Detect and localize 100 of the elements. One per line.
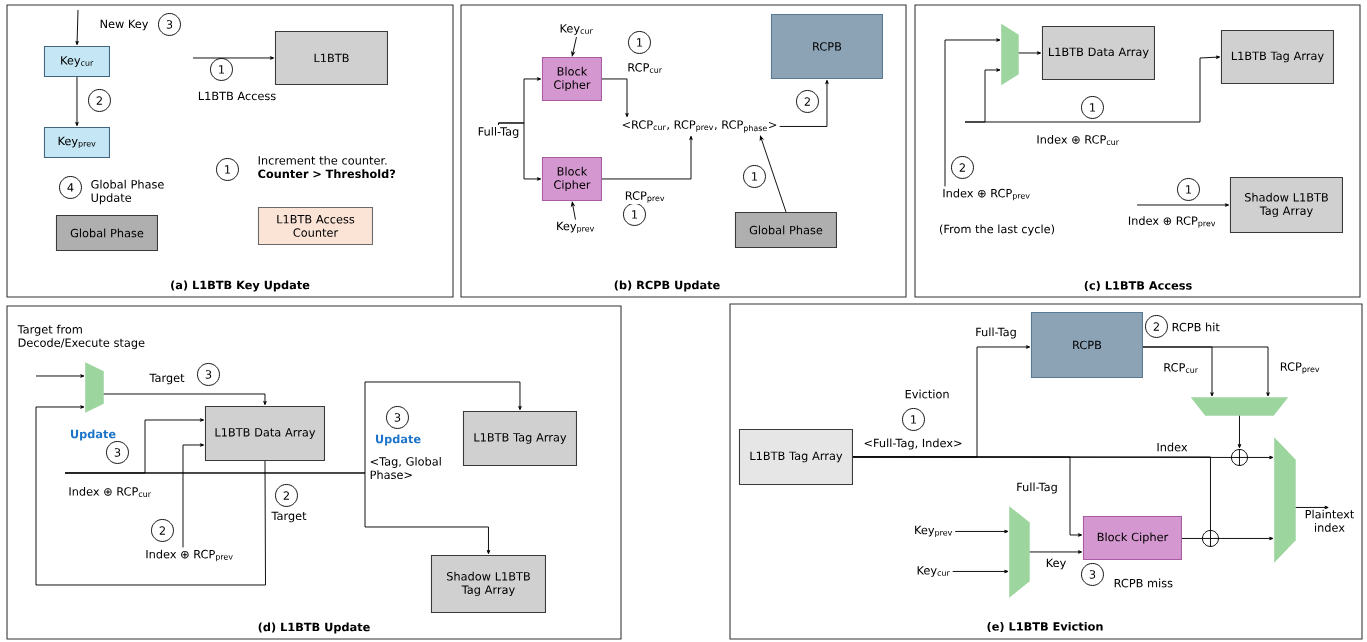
arrow	[35, 405, 266, 586]
step-note: RCPB hit	[1172, 322, 1220, 332]
xor-symbol	[1201, 529, 1220, 548]
step-number: 3	[106, 441, 129, 464]
array-box: L1BTB Tag Array	[738, 428, 853, 485]
arrow	[75, 9, 79, 46]
xor-symbol	[1230, 448, 1249, 467]
array-box: L1BTB Data Array	[204, 405, 325, 461]
step-number: 3	[1081, 563, 1104, 586]
array-box: L1BTB Tag Array	[1220, 29, 1334, 84]
arrow	[779, 79, 829, 127]
connector-line	[852, 456, 1211, 531]
edge-label: RCP$_{prev}$	[623, 189, 667, 205]
signal-text: <RCP$_{cur}$, RCP$_{prev}$, RCP$_{phase}$>	[622, 120, 777, 133]
step-number: 1	[210, 58, 233, 81]
edge-label: Target	[270, 510, 308, 524]
signal-text: Index ⊕ RCP$_{prev}$	[146, 549, 233, 562]
arrow	[192, 56, 275, 60]
arrow	[1136, 203, 1230, 207]
connector-line	[1181, 538, 1203, 539]
step-number: 1	[623, 203, 646, 226]
register-box: Key$_{cur}$	[43, 45, 110, 77]
arrow	[64, 472, 491, 555]
buffer-box: RCPB	[1030, 311, 1143, 378]
edge-label: RCP$_{cur}$	[1162, 361, 1200, 375]
edge-label: Index	[1155, 441, 1189, 453]
signal-text: Full-Tag	[478, 126, 519, 138]
step-number: 3	[158, 13, 181, 36]
step-number: 2	[151, 519, 174, 542]
arrow	[1237, 415, 1242, 449]
arrow	[571, 201, 576, 221]
arrow	[759, 135, 787, 213]
arrow	[571, 36, 577, 57]
step-number: 1	[743, 165, 766, 188]
edge-label: Index ⊕ RCP$_{prev}$	[1126, 214, 1218, 230]
arrow	[103, 393, 267, 406]
edge-label: RCP$_{cur}$	[626, 61, 665, 75]
signal-text: Key$_{cur}$	[917, 566, 950, 577]
buffer-box: RCPB	[770, 13, 883, 79]
cipher-box: Block Cipher	[541, 56, 602, 101]
array-box: L1BTB Data Array	[1041, 25, 1155, 80]
signal-text: Key$_{cur}$	[560, 24, 593, 35]
counter-box: L1BTB Access Counter	[257, 206, 373, 245]
arrow	[1018, 51, 1042, 55]
signal-text: Plaintext index	[1305, 509, 1355, 532]
edge-label: Full-Tag	[1014, 481, 1060, 495]
edge-label: RCP$_{prev}$	[1278, 360, 1322, 376]
edge-label: L1BTB Access	[196, 90, 278, 102]
edge-label: Target	[148, 372, 186, 386]
arrow	[964, 68, 1001, 123]
step-note: Global Phase Update	[91, 179, 164, 205]
arrow	[944, 38, 1001, 187]
arrow	[952, 569, 1009, 574]
arrow	[498, 122, 542, 181]
array-box: Shadow L1BTB Tag Array	[430, 554, 546, 613]
arrow	[1142, 346, 1270, 397]
phase-box: Global Phase	[55, 214, 158, 251]
arrow	[1295, 505, 1329, 510]
step-number: 1	[628, 31, 651, 54]
update-label: Update	[70, 429, 116, 441]
arrow	[1029, 550, 1083, 554]
arrow	[35, 374, 85, 378]
arrow	[182, 443, 205, 548]
signal-label: Target from Decode/Execute stage	[17, 324, 145, 350]
signal-label: <Tag, Global Phase>	[370, 456, 441, 480]
update-label: Update	[375, 434, 421, 446]
mux-symbol	[85, 362, 104, 413]
mux-symbol	[1009, 506, 1030, 598]
step-number: 1	[1081, 96, 1104, 119]
mux-symbol	[1274, 437, 1296, 563]
step-number: 3	[197, 363, 220, 386]
step-note: Increment the counter. Counter > Threshold?	[258, 155, 396, 179]
step-number: 2	[275, 484, 298, 507]
array-box: Shadow L1BTB Tag Array	[1229, 176, 1343, 233]
step-number: 1	[216, 158, 239, 181]
signal-text: Key$_{prev}$	[557, 221, 595, 234]
step-note: RCPB miss	[1114, 578, 1173, 588]
edge-label: Index ⊕ RCP$_{cur}$	[67, 485, 153, 499]
step-number: 1	[902, 408, 925, 431]
register-box: Key$_{prev}$	[43, 126, 110, 158]
phase-box: Global Phase	[734, 211, 837, 248]
arrow	[1218, 536, 1274, 541]
step-number: 2	[951, 156, 974, 179]
arrow	[1247, 455, 1274, 460]
signal-text: Key$_{prev}$	[915, 525, 953, 538]
mux-symbol	[1001, 23, 1019, 86]
signal-label: (From the last cycle)	[939, 224, 1055, 236]
edge-label: Full-Tag	[973, 326, 1019, 340]
step-number: 1	[1177, 178, 1200, 201]
edge-label: Index ⊕ RCP$_{cur}$	[1035, 133, 1121, 147]
step-number: 4	[59, 176, 82, 199]
cipher-box: Block Cipher	[1082, 515, 1182, 560]
step-note: Eviction	[905, 389, 949, 399]
arrow	[75, 76, 79, 127]
signal-label: <Full-Tag, Index>	[864, 438, 962, 450]
arrow	[601, 135, 693, 180]
step-number: 2	[88, 89, 111, 112]
cipher-box: Block Cipher	[541, 156, 602, 201]
step-number: 2	[1145, 315, 1168, 338]
arrow	[954, 529, 1009, 534]
